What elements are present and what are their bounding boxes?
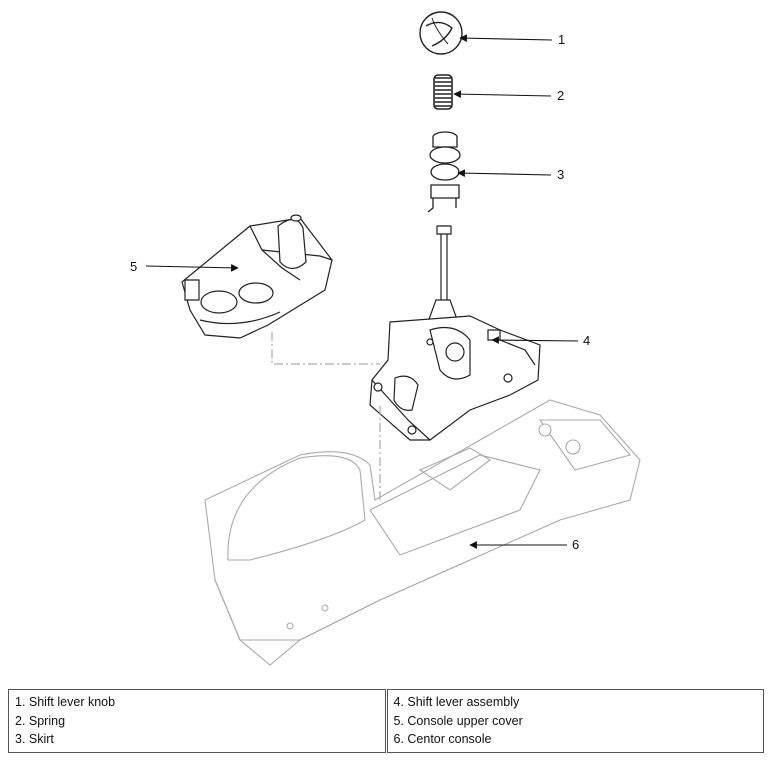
shift-lever-assembly: [369, 225, 541, 441]
spring: [433, 74, 453, 110]
callout-4: 4: [583, 333, 590, 348]
leader-3: [457, 169, 552, 177]
leader-2: [453, 90, 552, 98]
legend-item-6: 6. Centor console: [393, 732, 492, 746]
legend-right-column: 4. Shift lever assembly 5. Console upper…: [384, 689, 764, 753]
leader-4: [491, 336, 579, 344]
legend-item-1: 1. Shift lever knob: [15, 695, 116, 709]
callout-1: 1: [558, 32, 565, 47]
legend-item-4: 4. Shift lever assembly: [393, 695, 520, 709]
parts-legend: 1. Shift lever knob 2. Spring 3. Skirt 4…: [8, 689, 764, 753]
leader-1: [459, 34, 553, 42]
center-console: [204, 399, 641, 666]
alignment-guides: [271, 332, 381, 500]
leader-5: [145, 264, 239, 272]
exploded-parts-diagram: 1 2 3 4 5 6: [130, 11, 641, 666]
callout-2: 2: [557, 88, 564, 103]
console-upper-cover: [181, 214, 333, 339]
callout-6: 6: [572, 537, 579, 552]
callout-3: 3: [557, 167, 564, 182]
callout-5: 5: [130, 259, 137, 274]
shift-lever-knob: [419, 11, 463, 55]
legend-left-column: 1. Shift lever knob 2. Spring 3. Skirt: [8, 689, 387, 753]
leader-lines: [145, 34, 579, 549]
legend-item-3: 3. Skirt: [15, 732, 54, 746]
legend-item-2: 2. Spring: [15, 713, 66, 728]
legend-item-5: 5. Console upper cover: [393, 713, 523, 728]
skirt: [427, 131, 461, 213]
